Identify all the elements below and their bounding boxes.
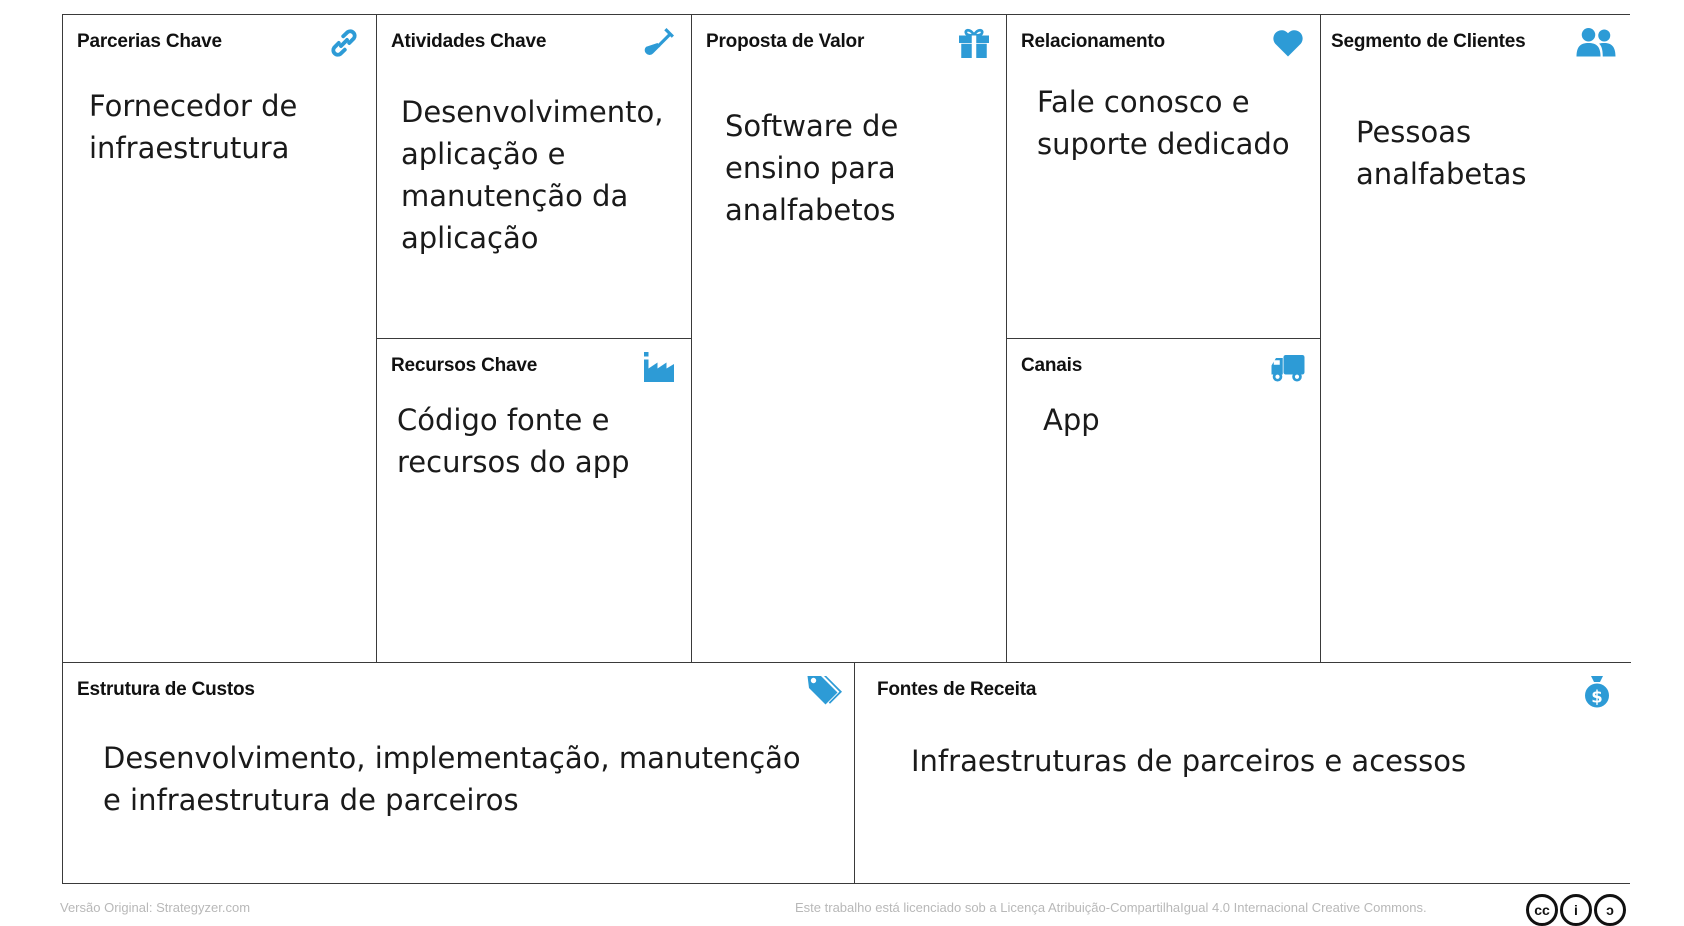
block-customer-segments: Segmento de Clientes Pessoas analfabetas — [1321, 15, 1631, 663]
heart-icon — [1270, 25, 1306, 61]
block-text: Desenvolvimento, aplicação e manutenção … — [401, 95, 664, 255]
svg-text:$: $ — [1591, 687, 1602, 706]
block-value-proposition: Proposta de Valor Software de ensino par… — [692, 15, 1007, 663]
footer-license: Este trabalho está licenciado sob a Lice… — [795, 900, 1427, 915]
block-text: Pessoas analfabetas — [1356, 115, 1527, 191]
block-text: Fornecedor de infraestrutura — [89, 89, 298, 165]
block-title: Atividades Chave — [391, 31, 547, 52]
block-title: Segmento de Clientes — [1331, 31, 1526, 52]
money-bag-icon: $ — [1579, 673, 1615, 709]
business-model-canvas: Parcerias Chave Fornecedor de infraestru… — [62, 14, 1631, 884]
cc-license-badges: cc i ↄ — [1526, 894, 1626, 926]
shovel-icon — [641, 25, 677, 61]
sa-badge-icon: ↄ — [1594, 894, 1626, 926]
block-cost-structure: Estrutura de Custos Desenvolvimento, imp… — [63, 663, 855, 883]
block-customer-relationships: Relacionamento Fale conosco e suporte de… — [1007, 15, 1321, 339]
block-title: Parcerias Chave — [77, 31, 222, 52]
block-key-resources: Recursos Chave Código fonte e recursos d… — [377, 339, 692, 663]
block-title: Recursos Chave — [391, 355, 538, 376]
truck-icon — [1270, 349, 1306, 385]
footer-credit: Versão Original: Strategyzer.com — [60, 900, 251, 915]
block-key-activities: Atividades Chave Desenvolvimento, aplica… — [377, 15, 692, 339]
block-text: Desenvolvimento, implementação, manutenç… — [103, 741, 801, 817]
block-title: Fontes de Receita — [877, 679, 1037, 700]
block-title: Proposta de Valor — [706, 31, 865, 52]
cc-badge-icon: cc — [1526, 894, 1558, 926]
block-revenue-streams: Fontes de Receita $ Infraestruturas de p… — [855, 663, 1631, 883]
tag-icon — [806, 673, 842, 709]
block-title: Canais — [1021, 355, 1083, 376]
link-icon — [326, 25, 362, 61]
block-key-partners: Parcerias Chave Fornecedor de infraestru… — [63, 15, 377, 663]
block-text: Fale conosco e suporte dedicado — [1037, 85, 1290, 161]
block-text: Software de ensino para analfabetos — [725, 109, 899, 227]
block-title: Relacionamento — [1021, 31, 1165, 52]
block-channels: Canais App — [1007, 339, 1321, 663]
block-text: Código fonte e recursos do app — [397, 403, 630, 479]
block-title: Estrutura de Custos — [77, 679, 255, 700]
block-text: Infraestruturas de parceiros e acessos — [911, 744, 1467, 778]
factory-icon — [641, 349, 677, 385]
by-badge-icon: i — [1560, 894, 1592, 926]
block-text: App — [1043, 403, 1100, 437]
users-icon — [1575, 25, 1617, 61]
gift-icon — [956, 25, 992, 61]
